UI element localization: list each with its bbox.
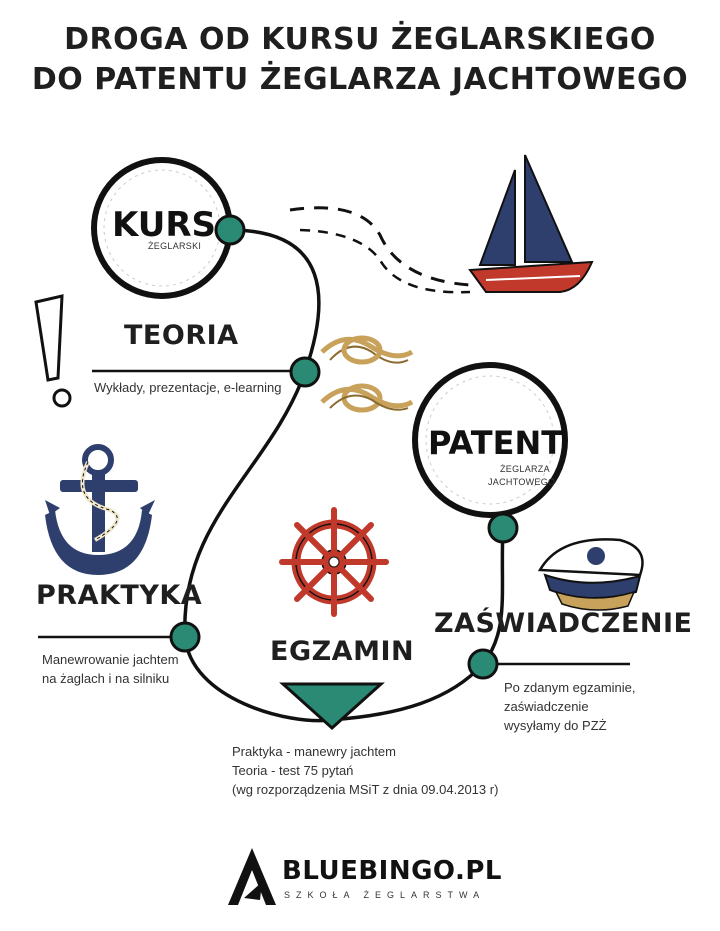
- patent-circle: [412, 362, 568, 518]
- teoria-heading: TEORIA: [124, 320, 239, 351]
- sailboat-icon: [289, 154, 594, 294]
- title-line-1: DROGA OD KURSU ŻEGLARSKIEGO: [64, 22, 656, 57]
- egzamin-desc-2: Teoria - test 75 pytań: [232, 763, 354, 778]
- praktyka-desc-1: Manewrowanie jachtem: [42, 652, 179, 667]
- zaswiadczenie-desc-3: wysyłamy do PZŻ: [504, 718, 607, 733]
- teoria-desc: Wykłady, prezentacje, e-learning: [94, 380, 282, 395]
- anchor-icon: [45, 444, 155, 575]
- node-kurs: [214, 214, 246, 246]
- zaswiadczenie-desc-1: Po zdanym egzaminie,: [504, 680, 636, 695]
- node-teoria: [289, 356, 321, 388]
- patent-label: PATENT: [428, 424, 564, 462]
- egzamin-triangle: [279, 682, 385, 731]
- node-patent: [487, 512, 519, 544]
- kurs-sub: ŻEGLARSKI: [148, 241, 202, 251]
- ship-wheel-icon: [279, 507, 389, 617]
- node-zaswiadczenie: [467, 648, 499, 680]
- brand-tagline: SZKOŁA ŻEGLARSTWA: [284, 890, 486, 900]
- zaswiadczenie-heading: ZAŚWIADCZENIE: [434, 608, 693, 639]
- exclamation-icon: [34, 294, 72, 408]
- egzamin-desc-3: (wg rozporządzenia MSiT z dnia 09.04.201…: [232, 782, 499, 797]
- kurs-label: KURS: [112, 205, 217, 245]
- praktyka-desc-2: na żaglach i na silniku: [42, 671, 170, 686]
- node-praktyka: [169, 621, 201, 653]
- egzamin-heading: EGZAMIN: [270, 636, 415, 667]
- brand-name: BLUEBINGO.PL: [282, 856, 502, 886]
- egzamin-desc-1: Praktyka - manewry jachtem: [232, 744, 396, 759]
- patent-sub1: ŻEGLARZA: [500, 464, 550, 474]
- knot-icon: [320, 335, 414, 413]
- zaswiadczenie-desc-2: zaświadczenie: [504, 699, 589, 714]
- captain-hat-icon: [537, 538, 644, 611]
- logo-icon: [228, 848, 276, 905]
- praktyka-heading: PRAKTYKA: [36, 580, 203, 611]
- patent-sub2: JACHTOWEGO: [488, 477, 556, 487]
- title-line-2: DO PATENTU ŻEGLARZA JACHTOWEGO: [31, 62, 689, 97]
